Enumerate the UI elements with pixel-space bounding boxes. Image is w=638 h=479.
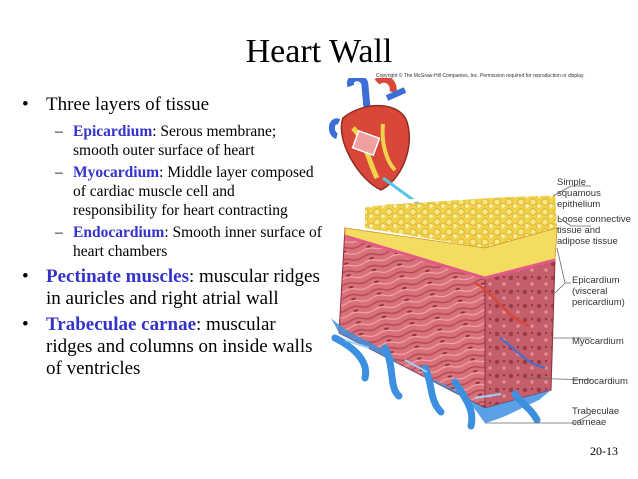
term-pectinate: Pectinate muscles	[46, 266, 189, 287]
dash-icon: –	[55, 164, 63, 181]
label-loose-connective: Loose connective tissue and adipose tiss…	[557, 214, 631, 247]
bullet-list: • Three layers of tissue – Epicardium: S…	[22, 92, 322, 380]
desc-endocardium: : Smooth inner surface of heart chambers	[73, 224, 322, 260]
heart-icon	[329, 78, 411, 191]
label-trabeculae: Trabeculae carneae	[572, 406, 620, 428]
label-leaders	[485, 185, 592, 424]
desc-pectinate: : muscular ridges in auricles and right …	[46, 266, 320, 309]
bullet-trabeculae: • Trabeculae carnae: muscular ridges and…	[22, 314, 322, 380]
sub-bullet-myocardium: – Myocardium: Middle layer composed of c…	[22, 163, 322, 220]
label-simple-squamous: Simple squamous epithelium	[557, 177, 601, 210]
tissue-block	[331, 192, 558, 430]
desc-epicardium: : Serous membrane; smooth outer surface …	[73, 123, 277, 159]
label-myocardium: Myocardium	[572, 336, 624, 347]
term-epicardium: Epicardium	[73, 123, 153, 140]
bullet-dot-icon: •	[22, 94, 29, 115]
bullet-pectinate: • Pectinate muscles: muscular ridges in …	[22, 266, 322, 310]
dash-icon: –	[55, 224, 63, 241]
label-epicardium: Epicardium (visceral pericardium)	[572, 275, 625, 308]
heart-wall-illustration	[329, 78, 592, 430]
copyright-notice: Copyright © The McGraw-Hill Companies, I…	[376, 73, 585, 79]
desc-trabeculae: : muscular ridges and columns on inside …	[46, 314, 313, 379]
sub-bullet-endocardium: – Endocardium: Smooth inner surface of h…	[22, 223, 322, 261]
desc-myocardium: : Middle layer composed of cardiac muscl…	[73, 164, 314, 219]
dash-icon: –	[55, 123, 63, 140]
slide-number: 20-13	[590, 444, 618, 458]
bullet-dot-icon: •	[22, 266, 29, 287]
term-endocardium: Endocardium	[73, 224, 165, 241]
term-trabeculae: Trabeculae carnae	[46, 314, 197, 335]
bullet-text: Three layers of tissue	[46, 94, 210, 115]
term-myocardium: Myocardium	[73, 164, 160, 181]
slide-title: Heart Wall	[245, 33, 393, 70]
label-endocardium: Endocardium	[572, 376, 628, 387]
sub-bullet-epicardium: – Epicardium: Serous membrane; smooth ou…	[22, 122, 322, 160]
bullet-three-layers: • Three layers of tissue	[22, 94, 322, 116]
bullet-dot-icon: •	[22, 314, 29, 335]
